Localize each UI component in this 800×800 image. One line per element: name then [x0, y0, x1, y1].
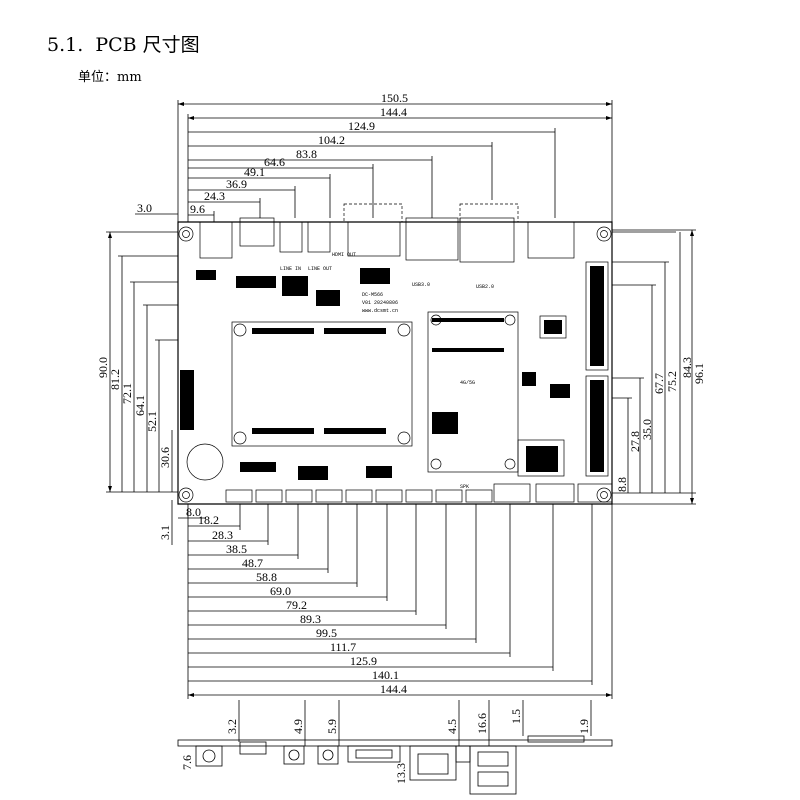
side-view	[177, 700, 613, 795]
dim-right-75-2: 75.2	[665, 371, 679, 392]
board-label-hdmi: HDMI OUT	[332, 252, 356, 258]
board-label-usb2: USB2.0	[476, 284, 494, 290]
dim-side-4-9: 4.9	[291, 719, 305, 734]
board-model: DC-M566	[362, 292, 383, 298]
dim-right-8-8: 8.8	[615, 477, 629, 492]
dim-side-3-2: 3.2	[225, 719, 239, 734]
dim-right-35-0: 35.0	[640, 419, 654, 440]
dim-bottom-144-4: 144.4	[380, 682, 407, 696]
dim-top-36-9: 36.9	[226, 177, 247, 191]
dim-bottom-18-2: 18.2	[198, 513, 219, 527]
dim-top-104-2: 104.2	[318, 133, 345, 147]
board-website: www.dcsmt.cn	[362, 308, 398, 314]
dim-bottom-99-5: 99.5	[316, 626, 337, 640]
dim-side-7-6: 7.6	[180, 755, 194, 770]
dim-side-1-5: 1.5	[509, 709, 523, 724]
dim-top-83-8: 83.8	[296, 147, 317, 161]
dim-bottom-79-2: 79.2	[286, 598, 307, 612]
dim-top-144-4: 144.4	[380, 105, 407, 119]
dim-left-52-1: 52.1	[145, 411, 159, 432]
dim-top-124-9: 124.9	[348, 119, 375, 133]
dim-top-9-6: 9.6	[190, 202, 205, 216]
dim-left-81-2: 81.2	[108, 369, 122, 390]
dim-top-3-0: 3.0	[137, 201, 152, 215]
board-label-line-out: LINE OUT	[308, 266, 332, 272]
dim-top-150-5: 150.5	[381, 91, 408, 105]
board-label-spk: SPK	[460, 484, 469, 490]
dim-bottom-111-7: 111.7	[330, 640, 356, 654]
dim-bottom-89-3: 89.3	[300, 612, 321, 626]
dim-bottom-125-9: 125.9	[350, 654, 377, 668]
dim-left-72-1: 72.1	[120, 383, 134, 404]
dim-right-67-7: 67.7	[652, 373, 666, 394]
dim-left-64-1: 64.1	[133, 395, 147, 416]
dim-top-64-6: 64.6	[264, 155, 285, 169]
dim-left-90-0: 90.0	[96, 357, 110, 378]
dim-bottom-69-0: 69.0	[270, 584, 291, 598]
dim-bottom-28-3: 28.3	[212, 528, 233, 542]
dim-bottom-58-8: 58.8	[256, 570, 277, 584]
board-label-line-in: LINE IN	[280, 266, 301, 272]
dim-side-5-9: 5.9	[325, 719, 339, 734]
dim-left-8-0: 8.0	[186, 505, 201, 519]
dim-top-24-3: 24.3	[204, 189, 225, 203]
dim-right-84-3: 84.3	[680, 357, 694, 378]
dim-side-13-3: 13.3	[394, 763, 408, 784]
dim-side-1-9: 1.9	[577, 719, 591, 734]
dim-right-27-8: 27.8	[628, 431, 642, 452]
dim-bottom-140-1: 140.1	[372, 668, 399, 682]
dim-left-30-6: 30.6	[158, 447, 172, 468]
dim-bottom-48-7: 48.7	[242, 556, 263, 570]
dim-side-16-6: 16.6	[475, 713, 489, 734]
dim-top-49-1: 49.1	[244, 165, 265, 179]
board-label-4g: 4G/5G	[460, 380, 475, 386]
page-title: 5.1. PCB 尺寸图	[47, 34, 200, 56]
dim-bottom-38-5: 38.5	[226, 542, 247, 556]
dim-side-4-5: 4.5	[445, 719, 459, 734]
board-version: V01 20240806	[362, 300, 398, 306]
dim-right-96-1: 96.1	[692, 363, 706, 384]
board-label-usb3: USB3.0	[412, 282, 430, 288]
unit-label: 单位：mm	[78, 70, 142, 85]
dim-left-3-1: 3.1	[158, 525, 172, 540]
